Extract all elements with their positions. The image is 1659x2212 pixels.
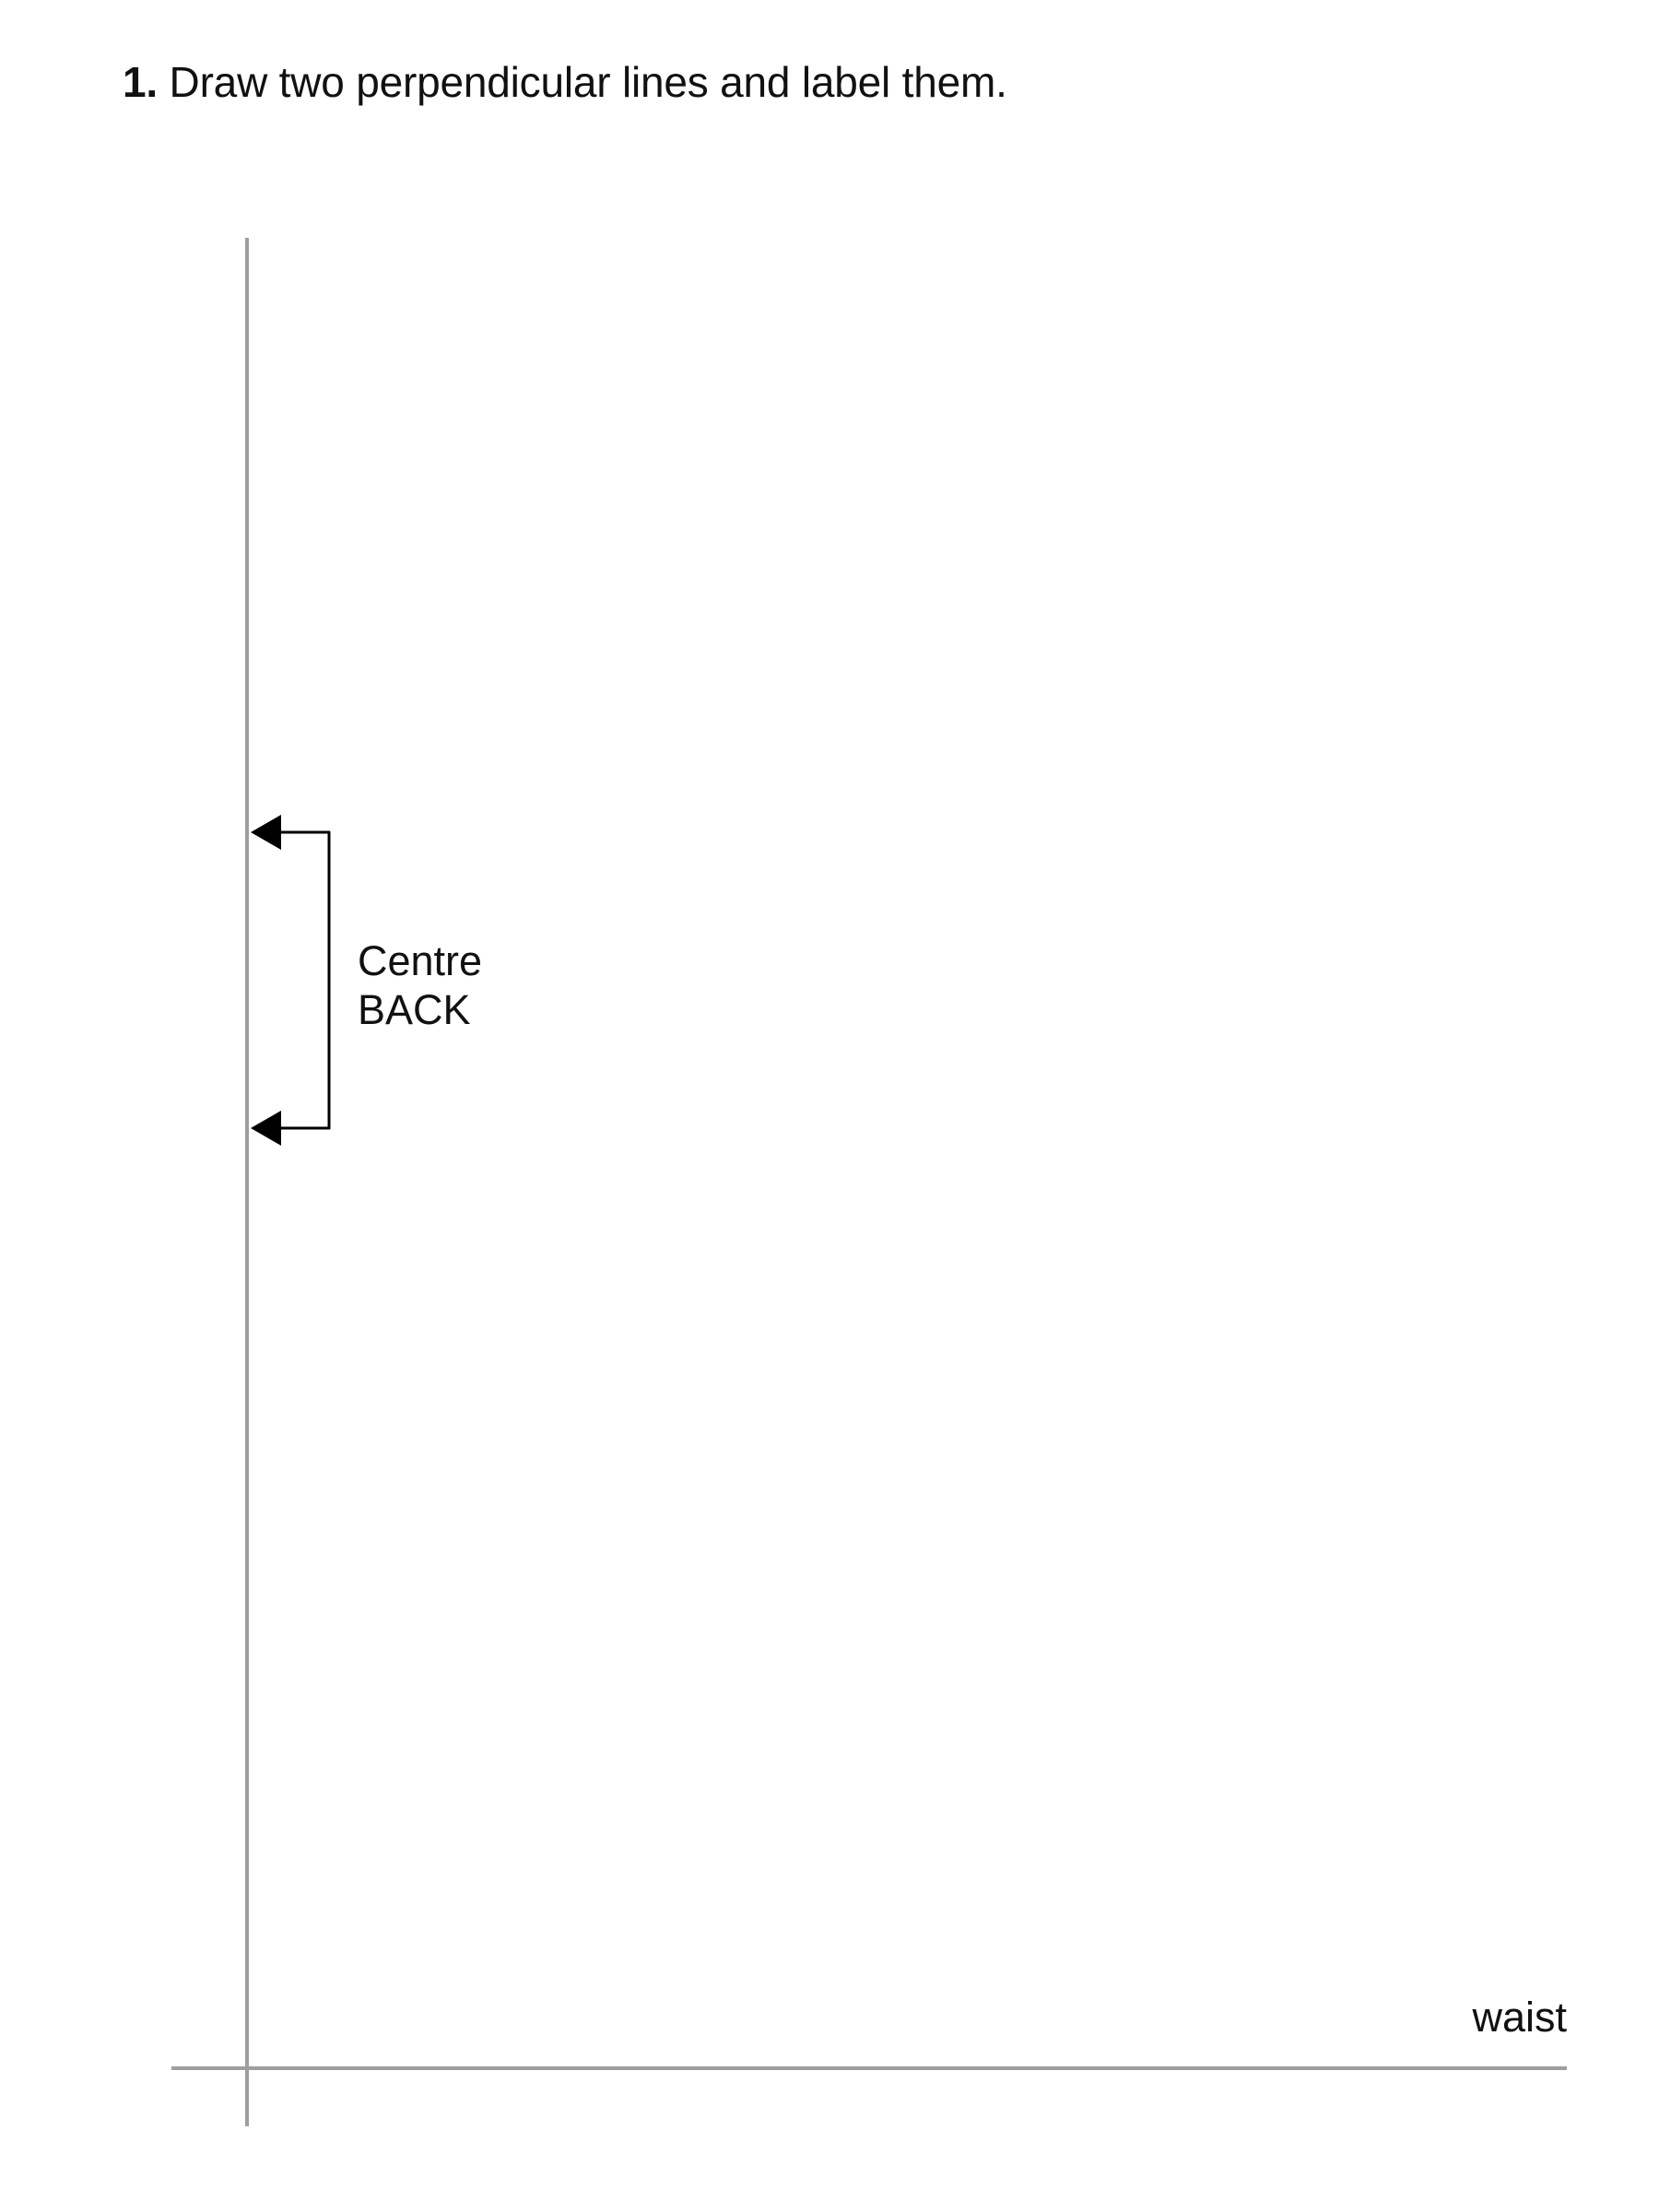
bracket-bottom-arrowhead	[251, 1111, 281, 1146]
step-text: Draw two perpendicular lines and label t…	[157, 58, 1007, 106]
step-number: 1.	[123, 58, 158, 106]
waist-label: waist	[1472, 1994, 1567, 2041]
centre-back-label-line1: Centre	[358, 937, 483, 984]
centre-back-label: Centre BACK	[358, 936, 482, 1034]
centre-back-label-line2: BACK	[358, 986, 471, 1033]
instruction-heading: 1. Draw two perpendicular lines and labe…	[123, 55, 1007, 109]
centre-back-bracket	[251, 815, 331, 1146]
bracket-top-arrowhead	[251, 815, 281, 850]
